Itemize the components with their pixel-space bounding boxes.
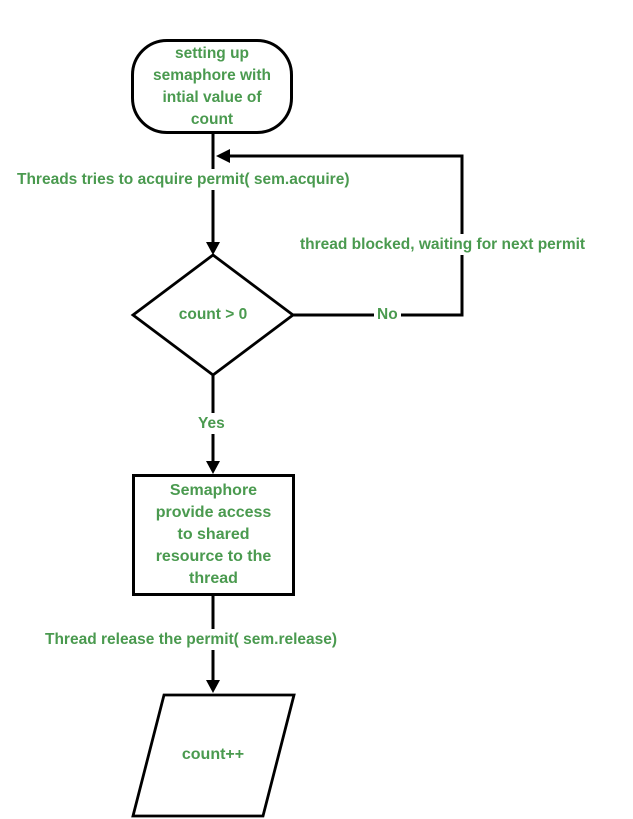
output-parallelogram-shape [131,693,296,818]
arrowhead-down-icon [206,242,220,255]
decision-diamond-shape [130,253,296,377]
output-label: count++ [181,746,245,763]
arrowhead-down-icon [206,461,220,474]
decision-label: count > 0 [178,306,248,323]
edge-label-blocked: thread blocked, waiting for next permit [297,234,589,255]
edge-label-release: Thread release the permit( sem.release) [42,629,341,650]
arrowhead-left-icon [216,149,230,163]
decision-node: count > 0 [133,255,293,375]
arrowhead-down-icon [206,680,220,693]
branch-label-no: No [374,304,401,325]
branch-label-yes: Yes [195,413,228,434]
edge-label-acquire: Threads tries to acquire permit( sem.acq… [14,169,353,190]
output-node: count++ [133,695,293,815]
